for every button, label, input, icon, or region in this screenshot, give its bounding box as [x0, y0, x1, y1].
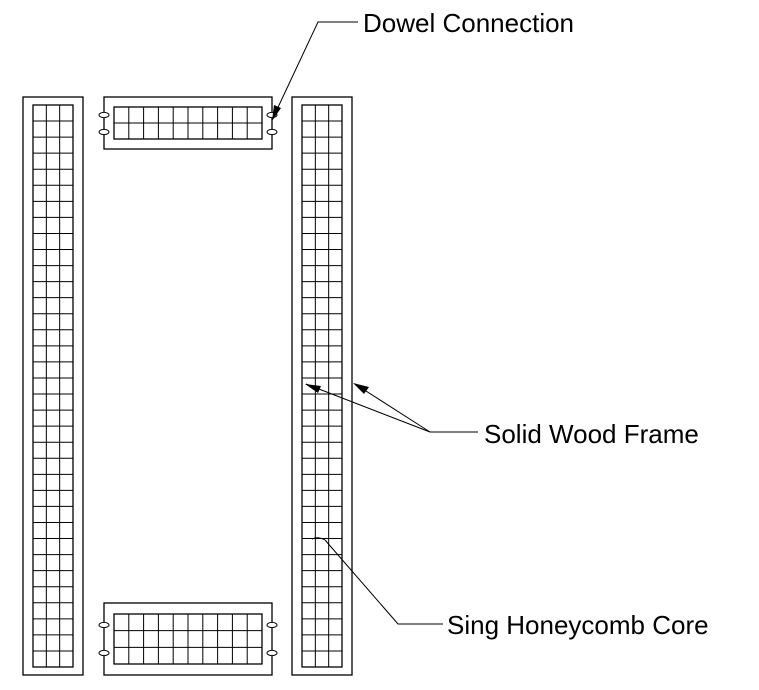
dowel-icon — [98, 649, 110, 657]
dowel-connection-callout: Dowel Connection — [272, 8, 574, 121]
frame-leader-to-outer — [354, 383, 431, 433]
top-rail-dowels — [98, 111, 278, 136]
arrowhead-icon — [272, 105, 281, 121]
right-stile — [291, 96, 353, 676]
solid-wood-frame-callout: Solid Wood Frame — [305, 383, 699, 449]
dowel-leader-line — [272, 21, 358, 119]
dowel-icon — [266, 649, 278, 657]
honeycomb-core-callout: Sing Honeycomb Core — [311, 537, 709, 640]
dowel-icon — [98, 111, 110, 119]
top-rail-honeycomb-core — [114, 107, 262, 139]
dowel-icon — [98, 128, 110, 136]
dowel-icon — [266, 128, 278, 136]
left-stile-honeycomb-core — [33, 105, 73, 667]
top-rail — [98, 96, 278, 150]
arrowhead-icon — [353, 383, 369, 394]
dowel-icon — [98, 621, 110, 629]
sing-honeycomb-core-label: Sing Honeycomb Core — [447, 610, 709, 640]
core-leader-line — [324, 539, 443, 625]
dowel-connection-label: Dowel Connection — [363, 8, 574, 38]
bottom-rail-dowels — [98, 621, 278, 657]
left-stile-inner-frame — [32, 104, 74, 668]
left-stile — [22, 96, 84, 676]
dowel-icon — [266, 621, 278, 629]
bottom-rail-honeycomb-core — [114, 614, 262, 664]
core-leader-tick — [311, 537, 326, 541]
frame-leader-to-inner — [305, 383, 431, 433]
arrowhead-icon — [305, 384, 321, 393]
solid-wood-frame-label: Solid Wood Frame — [484, 419, 699, 449]
bottom-rail — [98, 602, 278, 676]
